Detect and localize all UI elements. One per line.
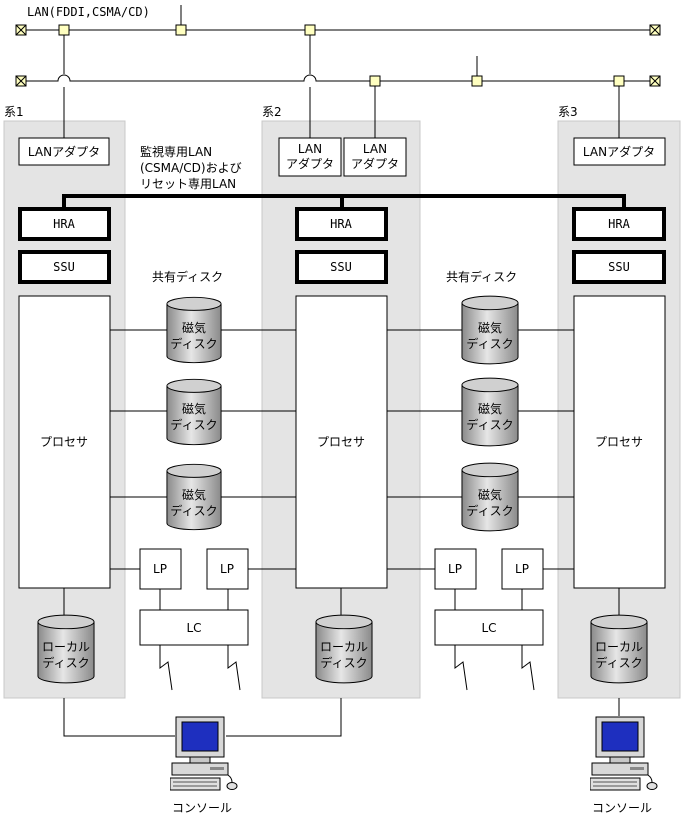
magnetic-disk: 磁気 ディスク	[166, 463, 222, 531]
system1-lan-adapter	[18, 137, 110, 166]
lp-label: LP	[153, 562, 167, 576]
lp-label: LP	[448, 562, 462, 576]
system2-lan-adapter-a-label1: LAN	[298, 142, 322, 156]
console-connection-lines	[63, 698, 620, 737]
local-disk-label1: ローカル	[42, 640, 90, 654]
system2-label: 系2	[262, 105, 282, 119]
monitor-lan-label-2: (CSMA/CD)および	[140, 161, 242, 175]
system2-processor-label: プロセサ	[317, 435, 365, 449]
system1-lan-adapter-label: LANアダプタ	[28, 144, 100, 159]
magnetic-disk-label1: 磁気	[478, 401, 502, 416]
communication-line-icons	[159, 645, 535, 691]
shared-disk-label-left: 共有ディスク	[152, 269, 223, 284]
console-label-left: コンソール	[172, 801, 232, 815]
system2-lan-adapter-a-label2: アダプタ	[286, 156, 334, 171]
system3-processor-label: プロセサ	[595, 435, 643, 449]
lp-connection-lines	[110, 568, 574, 610]
magnetic-disk: 磁気 ディスク	[461, 295, 519, 365]
lp-label: LP	[515, 562, 529, 576]
lp-box	[501, 548, 544, 590]
lan-bus-second	[21, 56, 655, 82]
magnetic-disk-label1: 磁気	[478, 320, 502, 335]
lc-box-right	[434, 609, 544, 646]
magnetic-disk-label2: ディスク	[466, 417, 513, 432]
magnetic-disk: 磁気 ディスク	[461, 462, 519, 532]
system3-ssu	[572, 250, 666, 284]
magnetic-disk-label1: 磁気	[478, 487, 502, 502]
lp-box	[434, 548, 477, 590]
monitor-lan-label-3: リセット専用LAN	[140, 177, 236, 191]
lan-terminator-icons	[15, 24, 661, 87]
lp-box	[206, 548, 249, 590]
system1-processor	[18, 295, 111, 589]
system2-lan-adapter-b-label2: アダプタ	[351, 156, 399, 171]
lc-label-right: LC	[481, 621, 496, 635]
system2-ssu	[295, 250, 388, 284]
terminator-icon	[15, 24, 27, 36]
lp-box	[139, 548, 182, 590]
lan-label: LAN(FDDI,CSMA/CD)	[27, 5, 150, 19]
local-disk-label2: ディスク	[320, 655, 367, 670]
system3-label: 系3	[558, 105, 578, 119]
system3-local-disk: ローカル ディスク	[590, 614, 648, 684]
magnetic-disk-label2: ディスク	[466, 503, 513, 518]
console-computer-icon	[590, 716, 658, 791]
system3-lan-adapter	[573, 137, 666, 166]
monitor-lan-bus	[62, 194, 626, 208]
local-disk-label1: ローカル	[595, 640, 643, 654]
system1-ssu-label: SSU	[53, 260, 75, 274]
terminator-icon	[15, 75, 27, 87]
shared-disk-label-right: 共有ディスク	[446, 269, 517, 284]
system1-processor-label: プロセサ	[40, 435, 88, 449]
terminator-icon	[649, 24, 661, 36]
system3-processor	[573, 295, 666, 589]
lp-label: LP	[220, 562, 234, 576]
magnetic-disk-label2: ディスク	[170, 417, 217, 432]
system1-hra-label: HRA	[53, 217, 75, 231]
system1-local-disk: ローカル ディスク	[37, 614, 95, 684]
system1-label: 系1	[4, 105, 24, 119]
system2-processor	[295, 295, 388, 589]
magnetic-disk-label1: 磁気	[182, 320, 206, 335]
magnetic-disk: 磁気 ディスク	[166, 378, 222, 446]
magnetic-disk-label1: 磁気	[182, 401, 206, 416]
system2-lan-adapter-b-label1: LAN	[363, 142, 387, 156]
magnetic-disk: 磁気 ディスク	[461, 377, 519, 447]
lc-label-left: LC	[186, 621, 201, 635]
local-disk-label1: ローカル	[320, 640, 368, 654]
monitor-lan-label-1: 監視専用LAN	[140, 144, 212, 159]
magnetic-disk-label2: ディスク	[466, 336, 513, 351]
system3-lan-adapter-label: LANアダプタ	[583, 144, 655, 159]
system3-ssu-label: SSU	[608, 260, 630, 274]
lc-box-left	[139, 609, 249, 646]
local-disk-label2: ディスク	[595, 655, 642, 670]
system2-hra	[295, 207, 388, 241]
system3-hra-label: HRA	[608, 217, 630, 231]
console-computer-icon	[170, 716, 238, 791]
lan-drop-lines	[63, 86, 620, 138]
system2-lan-adapter-b	[343, 137, 407, 177]
magnetic-disk-label2: ディスク	[170, 503, 217, 518]
lan-tap-nodes	[58, 24, 625, 87]
system2-ssu-label: SSU	[330, 260, 352, 274]
console-label-right: コンソール	[592, 801, 652, 815]
local-disk-label2: ディスク	[42, 655, 89, 670]
system2-local-disk: ローカル ディスク	[315, 614, 373, 684]
system2-hra-label: HRA	[330, 217, 352, 231]
magnetic-disk: 磁気 ディスク	[166, 296, 222, 364]
magnetic-disk-label2: ディスク	[170, 336, 217, 351]
system2-lan-adapter-a	[278, 137, 342, 177]
system1-ssu	[18, 250, 111, 284]
terminator-icon	[649, 75, 661, 87]
system3-hra	[572, 207, 666, 241]
system1-hra	[18, 207, 111, 241]
magnetic-disk-label1: 磁気	[182, 487, 206, 502]
